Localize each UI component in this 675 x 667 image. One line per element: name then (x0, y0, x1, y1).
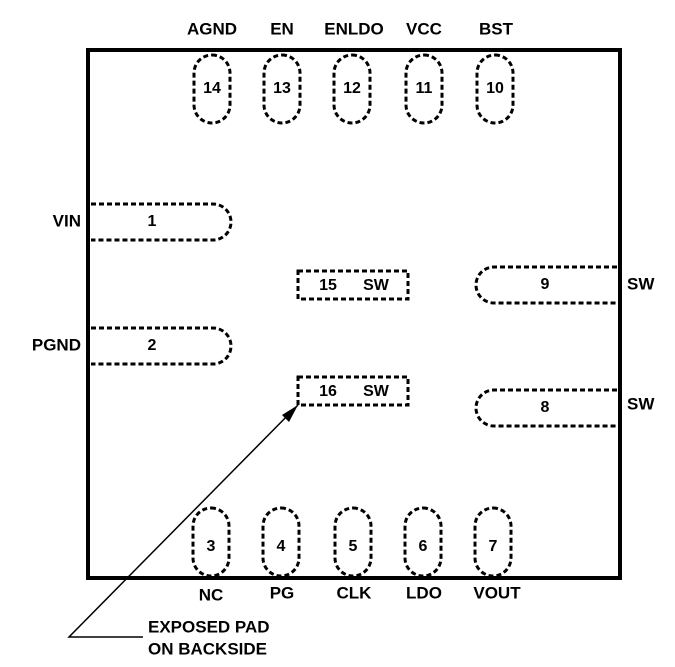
pin-number-7: 7 (489, 538, 498, 555)
pad-1 (91, 202, 233, 242)
pin-name-10: BST (479, 19, 514, 38)
pin-number-12: 12 (343, 80, 361, 97)
pin-number-5: 5 (349, 538, 358, 555)
pad-2 (91, 326, 233, 366)
pin-number-16: 16 (319, 383, 337, 400)
pin-name-11: VCC (406, 19, 442, 38)
pin-name-5: CLK (337, 583, 373, 602)
callout-leader-line (67, 404, 299, 638)
pad-14 (192, 53, 232, 125)
pin-name-4: PG (270, 583, 295, 602)
pin-name-9: SW (627, 274, 655, 293)
pad-13 (262, 53, 302, 125)
pin-number-15: 15 (319, 277, 337, 294)
pad-12 (332, 53, 372, 125)
callout-arrowhead (282, 405, 298, 422)
pin-number-8: 8 (541, 399, 550, 416)
pin-name-14: AGND (187, 19, 237, 38)
pin-number-6: 6 (419, 538, 428, 555)
pin-number-2: 2 (148, 337, 157, 354)
pin-name-15: SW (363, 277, 390, 294)
pin-number-11: 11 (416, 80, 433, 97)
pad-10 (475, 53, 515, 125)
pad-15 (296, 269, 410, 301)
pin-name-6: LDO (406, 583, 442, 602)
pin-number-9: 9 (541, 276, 550, 293)
pin-name-16: SW (363, 383, 390, 400)
pin-number-1: 1 (148, 213, 157, 230)
pin-name-12: ENLDO (324, 19, 384, 38)
pad-3 (191, 506, 231, 578)
pin-number-13: 13 (273, 80, 291, 97)
pin-name-2: PGND (32, 335, 81, 354)
pin-name-3: NC (199, 585, 224, 604)
pad-7 (473, 506, 513, 578)
pin-number-3: 3 (207, 538, 216, 555)
package-outline (86, 48, 622, 580)
pin-number-4: 4 (277, 538, 286, 555)
pin-number-14: 14 (203, 80, 221, 97)
pad-5 (333, 506, 373, 578)
pin-number-10: 10 (486, 80, 504, 97)
pin-name-13: EN (270, 19, 294, 38)
pin-name-1: VIN (53, 211, 81, 230)
pin-name-7: VOUT (473, 583, 521, 602)
pad-4 (261, 506, 301, 578)
callout-text-line2: ON BACKSIDE (148, 639, 267, 658)
pad-16 (296, 375, 410, 407)
pad-11 (404, 53, 444, 125)
pad-6 (403, 506, 443, 578)
callout-text-line1: EXPOSED PAD (148, 617, 270, 636)
pin-name-8: SW (627, 394, 655, 413)
